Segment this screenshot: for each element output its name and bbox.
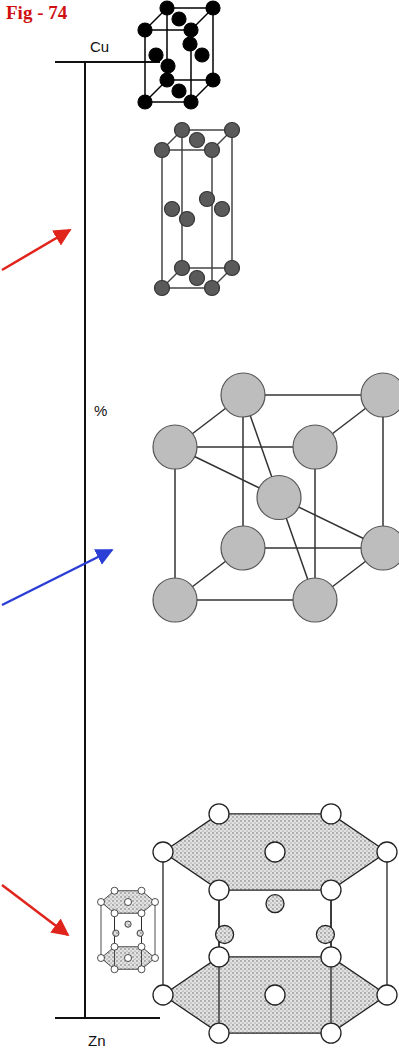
bcc-beta-brass <box>153 373 399 622</box>
pointer-arrows <box>2 230 112 935</box>
hcp-zinc <box>153 804 397 1043</box>
hcp-zinc-small <box>98 887 159 973</box>
axis-label: Cu <box>90 38 109 55</box>
composition-axis <box>55 62 160 1018</box>
axis-label: % <box>94 402 107 419</box>
axis-label: Zn <box>88 1032 106 1049</box>
figure-title: Fig - 74 <box>6 2 67 24</box>
fcc-alpha-brass <box>155 123 240 296</box>
fcc-copper <box>138 1 220 109</box>
